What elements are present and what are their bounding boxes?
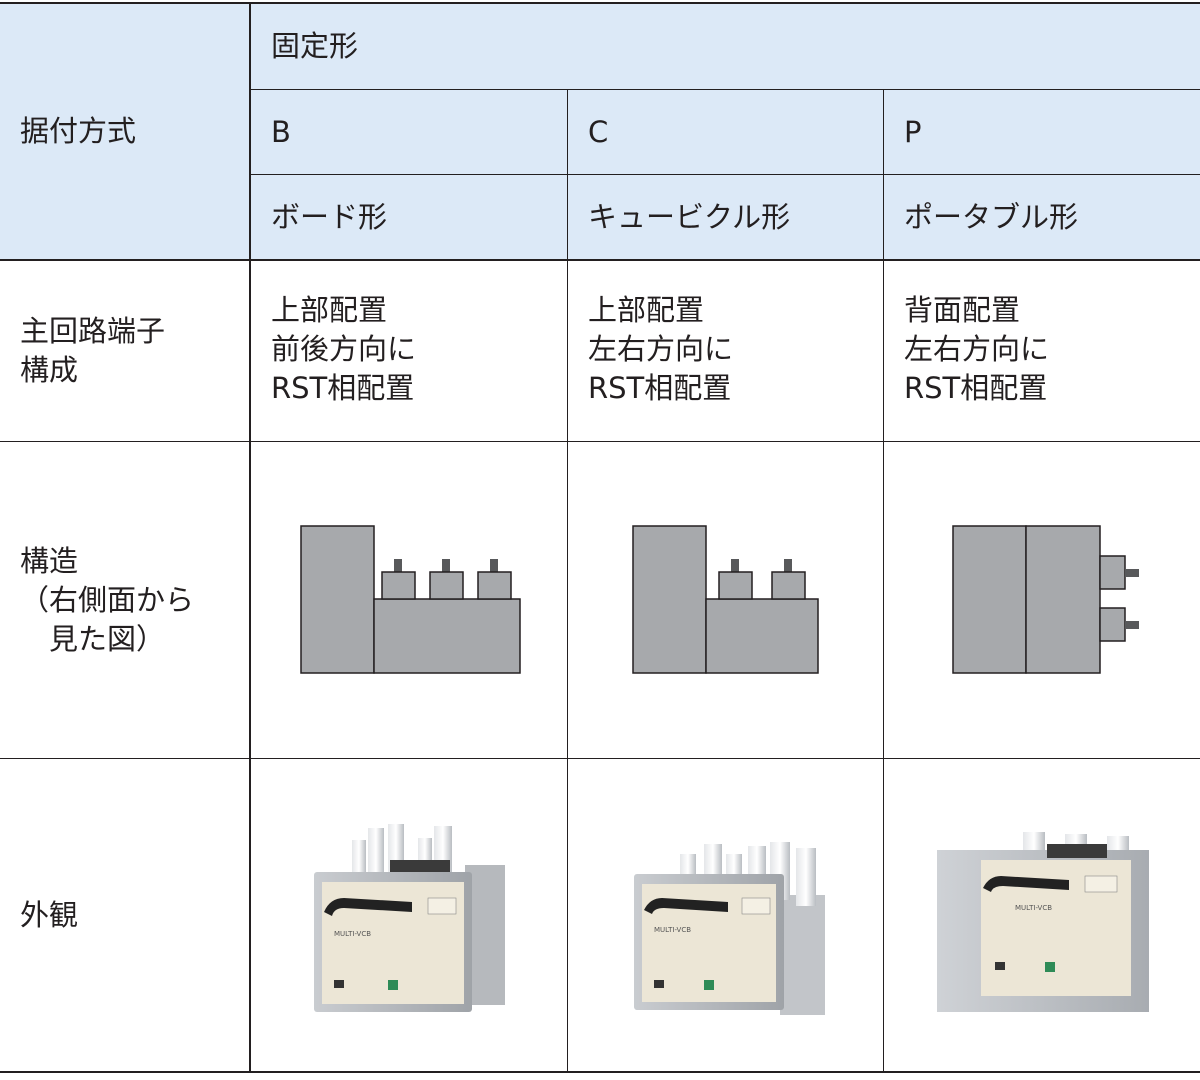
row-header-divider xyxy=(249,4,251,1071)
column-code-c-cell: C xyxy=(568,90,883,174)
row-header-terminal-cell: 主回路端子 構成 xyxy=(0,261,250,441)
terminal-c-text: 上部配置 左右方向に RST相配置 xyxy=(588,293,734,405)
column-code-b-cell: B xyxy=(251,90,567,174)
column-divider-1 xyxy=(567,89,568,1071)
column-code-b: B xyxy=(271,114,291,149)
terminal-row-divider xyxy=(0,441,1200,442)
fixed-type-label: 固定形 xyxy=(271,29,359,63)
device-label-b: MULTI-VCB xyxy=(334,930,371,938)
row-header-structure: 構造 （右側面から 見た図） xyxy=(20,543,195,656)
structure-diagram-b xyxy=(300,525,521,674)
structure-diagram-p xyxy=(952,525,1139,674)
row-header-appearance: 外観 xyxy=(20,897,79,932)
device-photo-c: MULTI-VCB xyxy=(634,842,825,1015)
column-divider-2 xyxy=(883,89,884,1071)
row-header-mounting: 据付方式 xyxy=(20,114,137,148)
row-header-mounting-cell: 据付方式 xyxy=(0,4,250,259)
device-photo-b: MULTI-VCB xyxy=(314,824,505,1012)
fixed-type-divider xyxy=(251,89,1200,90)
device-label-p: MULTI-VCB xyxy=(1015,904,1052,912)
terminal-b-text: 上部配置 前後方向に RST相配置 xyxy=(271,293,417,405)
column-name-c-cell: キュービクル形 xyxy=(568,175,883,259)
row-header-structure-cell: 構造 （右側面から 見た図） xyxy=(0,442,250,758)
row-header-terminal: 主回路端子 構成 xyxy=(20,314,166,387)
column-name-b: ボード形 xyxy=(271,199,388,234)
terminal-p-cell: 背面配置 左右方向に RST相配置 xyxy=(884,261,1200,441)
table-top-border xyxy=(0,2,1200,4)
structure-diagram-c xyxy=(632,525,819,674)
column-code-c: C xyxy=(588,114,609,149)
column-name-p: ポータブル形 xyxy=(904,199,1079,234)
column-code-p-cell: P xyxy=(884,90,1200,174)
column-code-p: P xyxy=(904,114,922,149)
terminal-p-text: 背面配置 左右方向に RST相配置 xyxy=(904,293,1050,405)
column-name-p-cell: ポータブル形 xyxy=(884,175,1200,259)
terminal-b-cell: 上部配置 前後方向に RST相配置 xyxy=(251,261,567,441)
column-name-c: キュービクル形 xyxy=(588,199,791,234)
header-bottom-border xyxy=(0,259,1200,261)
code-name-divider xyxy=(251,174,1200,175)
device-photo-p: MULTI-VCB xyxy=(937,832,1149,1012)
table-bottom-border xyxy=(0,1071,1200,1073)
column-name-b-cell: ボード形 xyxy=(251,175,567,259)
structure-row-divider xyxy=(0,758,1200,759)
fixed-type-cell: 固定形 xyxy=(251,4,1200,89)
row-header-appearance-cell: 外観 xyxy=(0,759,250,1071)
device-label-c: MULTI-VCB xyxy=(654,926,691,934)
terminal-c-cell: 上部配置 左右方向に RST相配置 xyxy=(568,261,883,441)
